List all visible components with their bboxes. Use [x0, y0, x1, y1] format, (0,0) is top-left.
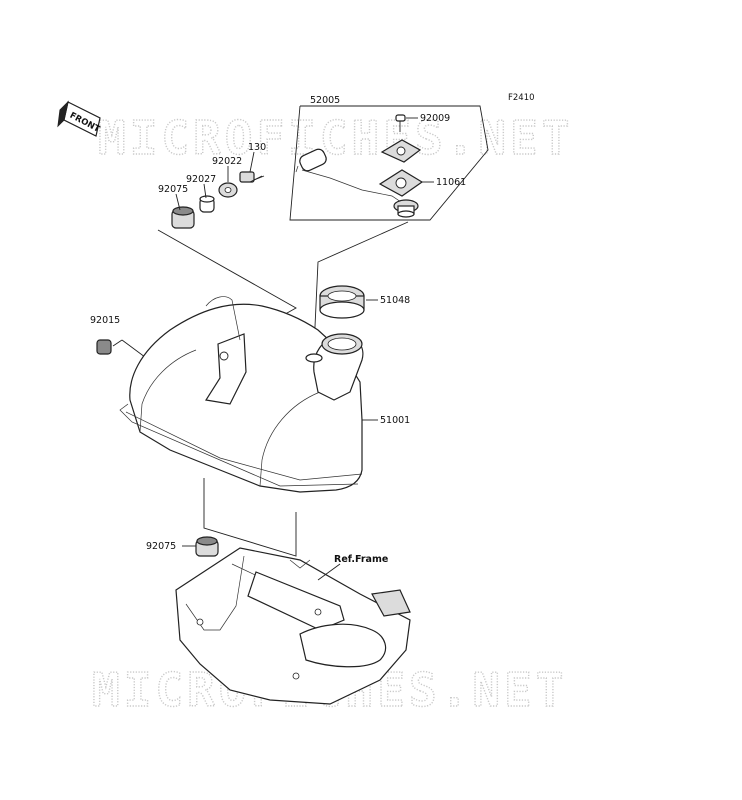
label-92009: 92009: [420, 113, 450, 124]
label-92027: 92027: [186, 174, 216, 185]
damper-part-92075-bottom: [195, 536, 219, 557]
grommet-part: [393, 199, 419, 218]
leader-92027: [203, 183, 207, 199]
washer-part-92022: [218, 182, 238, 198]
label-51048: 51048: [380, 295, 410, 306]
label-92075-top: 92075: [158, 184, 188, 195]
label-92075-bottom: 92075: [146, 541, 176, 552]
leader-tank-frame: [203, 478, 297, 557]
screw-part-92009: [395, 114, 406, 132]
bolt-part-130: [239, 171, 265, 183]
damper-part-92075-top: [171, 206, 195, 229]
watermark-top: MICROFICHES.NET: [98, 111, 573, 165]
frame-part: [175, 547, 411, 705]
leader-130: [249, 151, 255, 173]
gasket-part-11061: [378, 169, 424, 197]
fuel-sender-part: [295, 148, 405, 205]
figure-code: F2410: [508, 93, 535, 103]
label-92015: 92015: [90, 315, 120, 326]
label-130: 130: [248, 142, 266, 153]
label-ref-frame: Ref.Frame: [334, 554, 388, 565]
collar-part-92027: [199, 195, 215, 213]
cap-part-51048: [319, 285, 365, 319]
label-51001: 51001: [380, 415, 410, 426]
leader-92075-top: [175, 193, 181, 211]
leader-ref-frame: [317, 563, 341, 581]
label-92022: 92022: [212, 156, 242, 167]
nut-part-92015: [96, 339, 123, 355]
leader-group-tank: [313, 221, 409, 349]
fuel-tank-part-51001: [119, 296, 364, 493]
group-bracket-52005: [289, 105, 489, 221]
plate-part: [380, 139, 422, 163]
label-52005: 52005: [310, 95, 340, 106]
label-11061: 11061: [436, 177, 466, 188]
front-arrow-icon: FRONT: [57, 100, 101, 137]
